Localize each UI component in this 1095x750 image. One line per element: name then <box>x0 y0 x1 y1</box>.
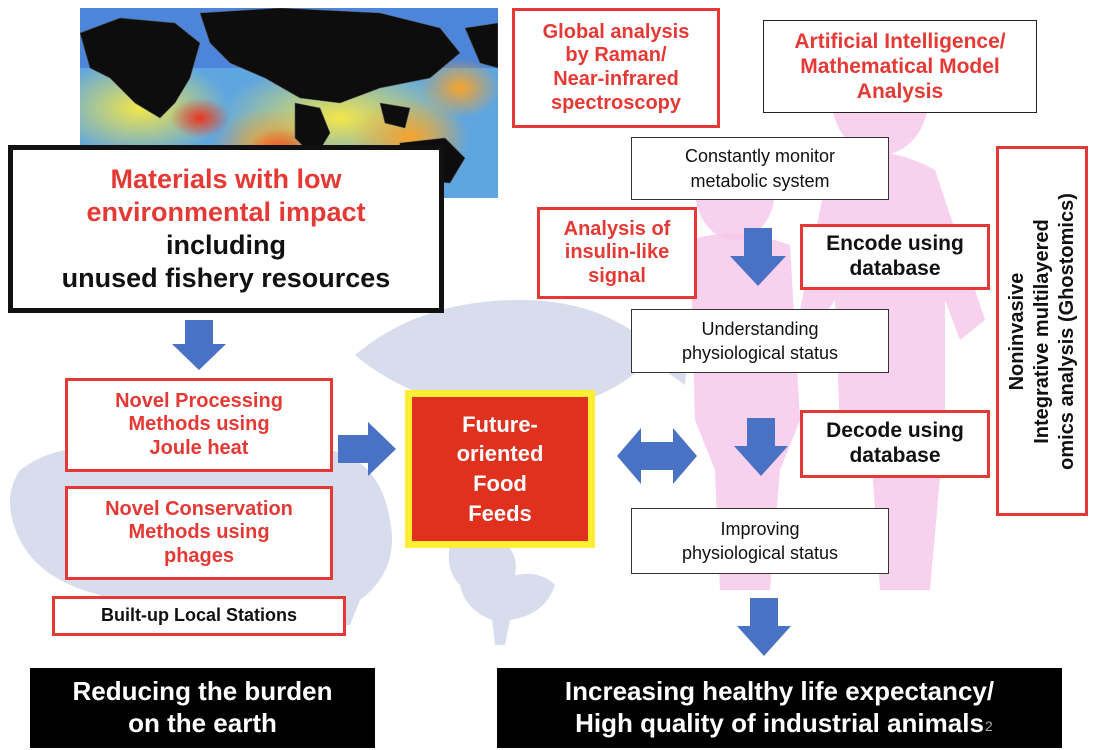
materials-line-3: including <box>166 230 286 260</box>
monitor-line-2: metabolic system <box>690 170 830 191</box>
raman-line-1: Global analysis <box>542 20 690 43</box>
materials-line-4: unused fishery resources <box>61 262 391 293</box>
burden-line-1: Reducing the burden <box>72 676 333 707</box>
improving-box: Improving physiological status <box>631 508 889 574</box>
encode-line-1: Encode using <box>826 232 964 256</box>
conservation-line-2: Methods using <box>128 521 270 544</box>
stations-label: Built-up Local Stations <box>101 605 297 626</box>
insulin-line-2: insulin-like <box>564 241 670 264</box>
down-arrow-encode <box>730 228 786 286</box>
omics-line-2: Integrative multilayered <box>1030 218 1053 444</box>
future-line-2: oriented <box>456 441 544 467</box>
ai-line-1: Artificial Intelligence/ <box>794 29 1006 53</box>
future-line-1: Future- <box>462 411 538 437</box>
double-arrow <box>617 428 697 484</box>
right-arrow-processing <box>338 422 396 476</box>
omics-analysis-box: Noninvasive Integrative multilayered omi… <box>996 146 1088 516</box>
conservation-line-1: Novel Conservation <box>105 497 293 520</box>
down-arrow-outcome <box>737 598 791 656</box>
understanding-line-1: Understanding <box>701 318 819 339</box>
chicken-silhouette <box>448 529 555 645</box>
future-food-box: Future- oriented Food Feeds <box>405 390 595 548</box>
burden-box: Reducing the burden on the earth <box>30 668 375 748</box>
raman-line-3: Near-infrared <box>553 68 679 90</box>
understanding-line-2: physiological status <box>681 343 839 363</box>
health-line-1: Increasing healthy life expectancy/ <box>564 676 995 707</box>
down-arrow-decode <box>734 418 788 476</box>
health-line-2: High quality of industrial animals <box>575 708 984 738</box>
stations-box: Built-up Local Stations <box>52 596 346 636</box>
down-arrow-materials <box>172 320 226 370</box>
fish-silhouette <box>355 300 690 410</box>
insulin-line-1: Analysis of <box>563 217 671 240</box>
insulin-analysis-box: Analysis of insulin-like signal <box>537 207 697 299</box>
health-box: Increasing healthy life expectancy/ High… <box>497 668 1062 748</box>
conservation-box: Novel Conservation Methods using phages <box>65 486 333 580</box>
materials-line-1: Materials with low <box>110 164 342 195</box>
processing-line-2: Methods using <box>128 413 270 436</box>
omics-rotated-text: Noninvasive Integrative multilayered omi… <box>1005 193 1080 470</box>
conservation-line-3: phages <box>163 544 235 567</box>
processing-line-1: Novel Processing <box>115 389 283 412</box>
improving-line-2: physiological status <box>681 543 839 563</box>
future-line-4: Feeds <box>468 500 532 526</box>
insulin-line-3: signal <box>588 264 646 287</box>
understanding-box: Understanding physiological status <box>631 309 889 373</box>
raman-line-2: by Raman/ <box>565 44 667 67</box>
ai-line-2: Mathematical Model <box>800 54 1000 78</box>
materials-box: Materials with low environmental impact … <box>8 145 444 313</box>
page-number: 2 <box>985 718 993 734</box>
decode-line-1: Decode using <box>826 419 964 443</box>
monitor-line-1: Constantly monitor <box>684 146 836 167</box>
processing-box: Novel Processing Methods using Joule hea… <box>65 378 333 472</box>
monitor-box: Constantly monitor metabolic system <box>631 137 889 200</box>
ai-line-3: Analysis <box>856 80 944 104</box>
encode-box: Encode using database <box>800 224 990 290</box>
improving-line-1: Improving <box>720 518 800 539</box>
future-line-3: Food <box>473 471 527 496</box>
decode-box: Decode using database <box>800 410 990 478</box>
raman-line-4: spectroscopy <box>550 91 682 114</box>
burden-line-2: on the earth <box>128 708 277 738</box>
omics-line-3: omics analysis (Ghostomics) <box>1055 192 1078 470</box>
ai-analysis-box: Artificial Intelligence/ Mathematical Mo… <box>763 20 1037 113</box>
materials-line-2: environmental impact <box>86 197 366 228</box>
raman-analysis-box: Global analysis by Raman/ Near-infrared … <box>512 8 720 128</box>
processing-line-3: Joule heat <box>149 436 249 459</box>
encode-line-2: database <box>849 257 941 280</box>
omics-line-1: Noninvasive <box>1005 272 1028 390</box>
decode-line-2: database <box>849 444 941 467</box>
